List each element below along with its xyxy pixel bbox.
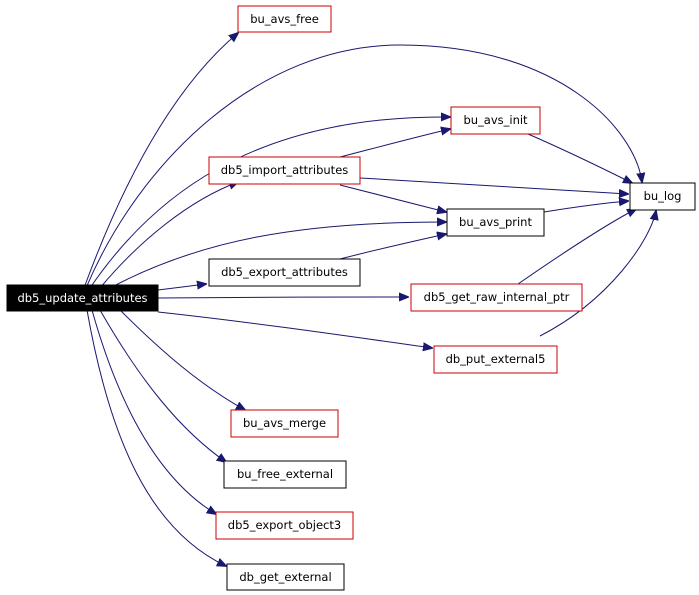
edge-put-external5-to-bu-log (539, 211, 656, 337)
node-bu-avs-merge[interactable]: bu_avs_merge (230, 409, 339, 438)
node-db-get-external[interactable]: db_get_external (226, 563, 345, 591)
node-db5-update-attributes[interactable]: db5_update_attributes (6, 284, 159, 312)
edge-update-to-bu-log-top (85, 44, 642, 289)
node-db5-import-attributes[interactable]: db5_import_attributes (208, 156, 361, 185)
node-label: bu_avs_init (463, 113, 528, 127)
node-label: bu_avs_merge (243, 416, 326, 430)
edge-bu-avs-print-to-bu-log (543, 201, 628, 213)
edge-update-to-db5-export-object3 (91, 309, 216, 514)
node-db5-export-attributes[interactable]: db5_export_attributes (208, 258, 361, 287)
edge-import-to-bu-avs-print (339, 184, 446, 212)
node-db5-export-object3[interactable]: db5_export_object3 (215, 511, 354, 540)
edge-update-to-db-get-external (86, 309, 226, 566)
node-label: db5_update_attributes (17, 291, 147, 305)
node-label: db5_export_attributes (221, 265, 348, 279)
edge-import-to-bu-avs-init (339, 129, 450, 158)
edge-update-to-db5-get-raw-internal-ptr (157, 297, 408, 298)
edge-update-to-db5-import-attributes (99, 182, 238, 289)
edge-export-to-bu-avs-print (339, 234, 446, 260)
edge-update-to-bu-avs-merge (119, 309, 245, 410)
node-label: bu_log (644, 189, 682, 203)
node-bu-free-external[interactable]: bu_free_external (223, 460, 347, 489)
node-bu-avs-free[interactable]: bu_avs_free (237, 5, 332, 33)
node-db5-get-raw-internal-ptr[interactable]: db5_get_raw_internal_ptr (410, 283, 583, 312)
node-label: bu_avs_print (459, 215, 532, 229)
node-db-put-external5[interactable]: db_put_external5 (433, 345, 558, 374)
node-label: bu_free_external (237, 467, 333, 481)
node-label: db5_export_object3 (228, 518, 341, 532)
node-label: db5_import_attributes (221, 163, 349, 177)
edge-bu-avs-init-to-bu-log (527, 133, 632, 183)
edge-update-to-bu-avs-free (83, 33, 238, 289)
node-label: db_put_external5 (446, 352, 546, 366)
edge-get-raw-to-bu-log (517, 209, 636, 285)
edge-update-to-db-put-external5 (157, 311, 432, 348)
node-bu-log[interactable]: bu_log (629, 182, 696, 211)
edge-update-to-bu-free-external (99, 309, 226, 462)
node-bu-avs-print[interactable]: bu_avs_print (446, 208, 545, 237)
edge-update-to-db5-export-attributes (157, 284, 206, 291)
node-label: bu_avs_free (250, 12, 319, 26)
graph-edges (83, 33, 656, 566)
node-bu-avs-init[interactable]: bu_avs_init (450, 106, 541, 135)
edge-update-to-bu-avs-print (109, 222, 446, 289)
edge-import-to-bu-log (359, 177, 628, 194)
node-label: db_get_external (239, 570, 331, 584)
node-label: db5_get_raw_internal_ptr (424, 290, 570, 304)
